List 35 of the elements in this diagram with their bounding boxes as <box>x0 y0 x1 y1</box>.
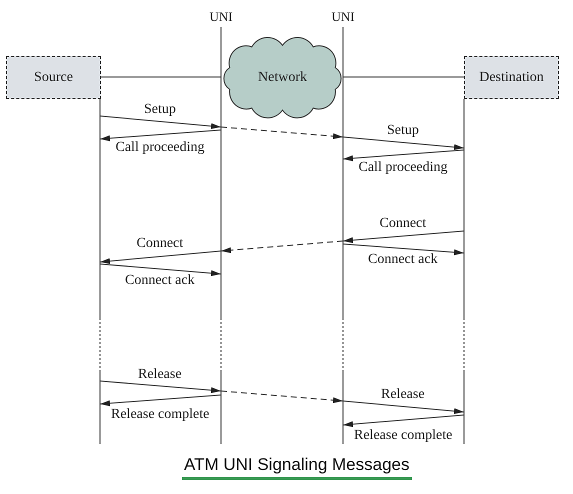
message-arrow <box>342 244 464 256</box>
message-arrow <box>342 136 464 150</box>
message-label: Release <box>381 387 425 403</box>
participant-label: Destination <box>479 70 544 86</box>
message-label: Setup <box>387 123 419 139</box>
message-label: Connect <box>136 236 184 252</box>
connector-line <box>100 76 222 78</box>
dashed-arrow <box>220 390 344 404</box>
cloud-label: Network <box>258 70 307 86</box>
message-label: Setup <box>144 102 176 118</box>
message-arrow <box>342 150 464 162</box>
caption: ATM UNI Signaling Messages <box>182 455 412 480</box>
message-arrow <box>342 230 464 244</box>
interface-label: UNI <box>210 9 233 25</box>
message-label: Release complete <box>354 428 452 444</box>
message-arrow <box>100 380 222 394</box>
message-arrow <box>100 394 222 406</box>
message-label: Connect <box>380 216 426 232</box>
message-label: Release complete <box>111 407 210 423</box>
message-label: Connect ack <box>125 273 195 289</box>
interface-label: UNI <box>332 9 355 25</box>
message-label: Connect ack <box>368 252 438 268</box>
message-label: Release <box>138 367 182 383</box>
message-arrow <box>100 130 222 142</box>
message-arrow <box>100 264 222 276</box>
message-arrow <box>342 414 464 428</box>
message-label: Call proceeding <box>358 160 448 176</box>
dashed-arrow <box>220 240 344 254</box>
message-arrow <box>342 400 464 414</box>
dashed-arrow <box>220 126 344 140</box>
message-arrow <box>100 116 222 130</box>
message-label: Call proceeding <box>116 140 205 156</box>
participant-label: Source <box>34 70 73 86</box>
connector-line <box>342 76 464 78</box>
message-arrow <box>100 250 222 264</box>
